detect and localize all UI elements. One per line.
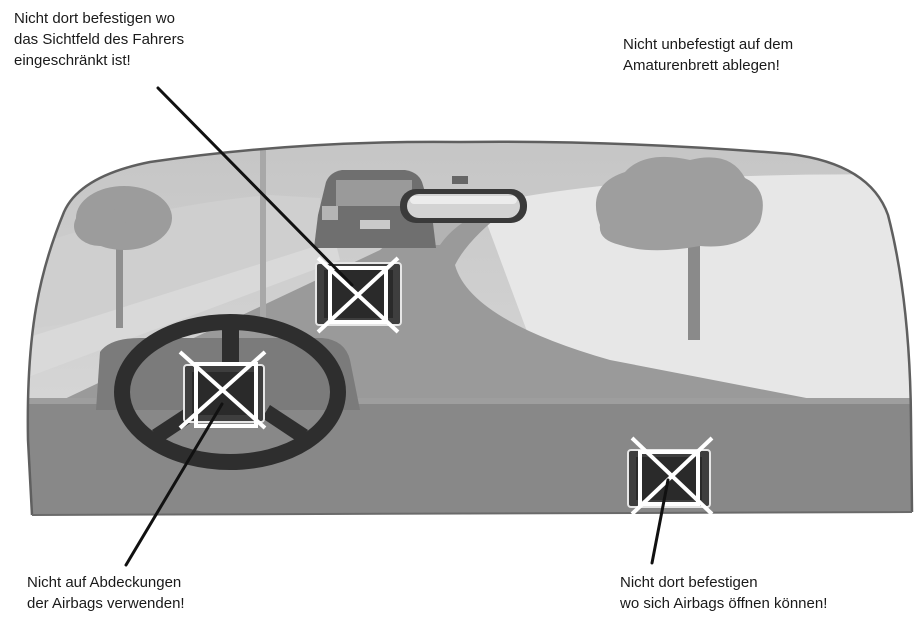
- caption-airbag-deploy: Nicht dort befestigen wo sich Airbags öf…: [620, 572, 827, 614]
- caption-line: der Airbags verwenden!: [27, 593, 185, 614]
- caption-line: Nicht dort befestigen wo: [14, 8, 184, 29]
- caption-dashboard: Nicht unbefestigt auf dem Amaturenbrett …: [623, 34, 793, 76]
- caption-line: Amaturenbrett ablegen!: [623, 55, 793, 76]
- caption-driver-vision: Nicht dort befestigen wo das Sichtfeld d…: [14, 8, 184, 71]
- caption-line: Nicht unbefestigt auf dem: [623, 34, 793, 55]
- windshield-view: [0, 120, 921, 542]
- prohibited-mount-windshield: [316, 258, 401, 332]
- caption-line: wo sich Airbags öffnen können!: [620, 593, 827, 614]
- crossed-box-icon: [318, 258, 398, 332]
- caption-line: eingeschränkt ist!: [14, 50, 184, 71]
- caption-line: Nicht auf Abdeckungen: [27, 572, 185, 593]
- rearview-mirror-icon: [400, 189, 527, 223]
- prohibited-mount-airbag-zone: [628, 438, 712, 514]
- caption-line: Nicht dort befestigen: [620, 572, 827, 593]
- caption-line: das Sichtfeld des Fahrers: [14, 29, 184, 50]
- road-pole: [260, 150, 266, 330]
- prohibited-mount-airbag-cover: [180, 352, 265, 428]
- caption-airbag-covers: Nicht auf Abdeckungen der Airbags verwen…: [27, 572, 185, 614]
